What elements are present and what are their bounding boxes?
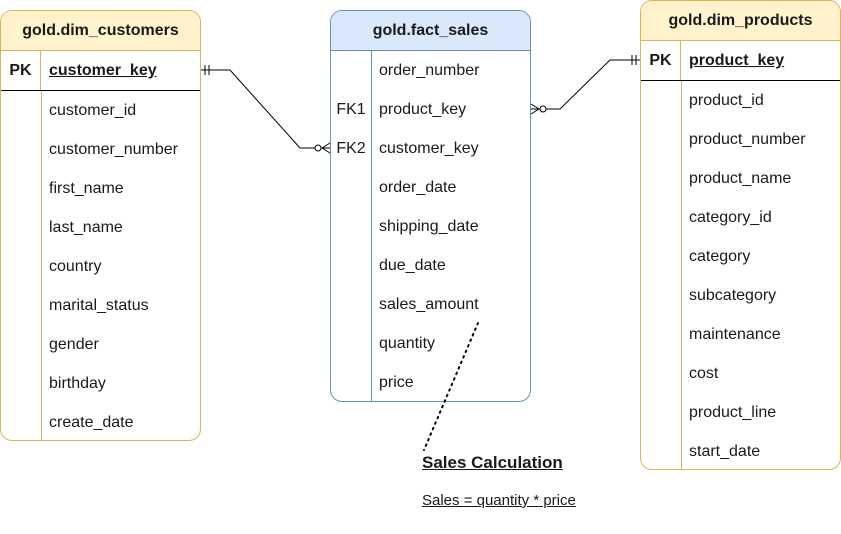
field-name: first_name bbox=[49, 180, 124, 197]
field-name: start_date bbox=[689, 443, 761, 460]
entity-title: gold.dim_customers bbox=[1, 11, 200, 51]
field-row[interactable]: FK2 customer_key bbox=[331, 129, 530, 168]
entity-dim-customers[interactable]: gold.dim_customers PK customer_key custo… bbox=[0, 10, 201, 441]
field-row[interactable]: order_number bbox=[331, 51, 530, 90]
field-row[interactable]: gender bbox=[1, 325, 200, 364]
field-name: last_name bbox=[49, 219, 123, 236]
key-column bbox=[331, 51, 372, 401]
entity-body: PK product_key product_id product_number… bbox=[641, 41, 840, 469]
field-name: customer_key bbox=[379, 140, 479, 157]
key-column bbox=[641, 81, 682, 469]
field-name: product_line bbox=[689, 404, 777, 421]
field-row[interactable]: FK1 product_key bbox=[331, 90, 530, 129]
field-name: gender bbox=[49, 336, 99, 353]
pk-label: PK bbox=[1, 51, 41, 90]
product-sales-link[interactable] bbox=[530, 55, 640, 115]
customer-sales-link[interactable] bbox=[201, 65, 331, 154]
field-row[interactable]: marital_status bbox=[1, 286, 200, 325]
field-row[interactable]: first_name bbox=[1, 169, 200, 208]
field-name: customer_id bbox=[49, 102, 137, 119]
pk-row[interactable]: PK customer_key bbox=[1, 51, 200, 91]
field-name: shipping_date bbox=[379, 218, 479, 235]
note-title: Sales Calculation bbox=[422, 453, 563, 472]
field-name: product_id bbox=[689, 92, 764, 109]
field-row[interactable]: due_date bbox=[331, 246, 530, 285]
field-name: category_id bbox=[689, 209, 772, 226]
field-row[interactable]: shipping_date bbox=[331, 207, 530, 246]
field-list: product_id product_number product_name c… bbox=[641, 81, 840, 469]
note-formula: Sales = quantity * price bbox=[422, 492, 576, 509]
field-row[interactable]: category bbox=[641, 237, 840, 276]
field-name: sales_amount bbox=[379, 296, 479, 313]
field-list: customer_id customer_number first_name l… bbox=[1, 91, 200, 440]
field-name: quantity bbox=[379, 335, 436, 352]
field-row[interactable]: category_id bbox=[641, 198, 840, 237]
field-row[interactable]: country bbox=[1, 247, 200, 286]
field-name: due_date bbox=[379, 257, 446, 274]
field-name: customer_number bbox=[49, 141, 178, 158]
entity-title: gold.dim_products bbox=[641, 1, 840, 41]
entity-body: order_number FK1 product_key FK2 customer_… bbox=[331, 51, 530, 401]
field-row[interactable]: quantity bbox=[331, 324, 530, 363]
field-row[interactable]: product_number bbox=[641, 120, 840, 159]
field-row[interactable]: product_line bbox=[641, 393, 840, 432]
key-label: FK1 bbox=[336, 101, 366, 118]
field-row[interactable]: maintenance bbox=[641, 315, 840, 354]
pk-field: customer_key bbox=[49, 62, 157, 79]
field-row[interactable]: product_name bbox=[641, 159, 840, 198]
pk-label: PK bbox=[641, 41, 681, 80]
field-row[interactable]: create_date bbox=[1, 403, 200, 440]
field-name: create_date bbox=[49, 414, 134, 431]
field-row[interactable]: sales_amount bbox=[331, 285, 530, 324]
entity-fact-sales[interactable]: gold.fact_sales order_number FK1 product_… bbox=[330, 10, 531, 402]
field-name: category bbox=[689, 248, 751, 265]
field-row[interactable]: birthday bbox=[1, 364, 200, 403]
key-label: FK2 bbox=[336, 140, 366, 157]
field-name: price bbox=[379, 374, 414, 391]
field-name: marital_status bbox=[49, 297, 149, 314]
entity-body: PK customer_key customer_id customer_num… bbox=[1, 51, 200, 440]
field-name: order_date bbox=[379, 179, 457, 196]
field-row[interactable]: price bbox=[331, 363, 530, 401]
pk-field: product_key bbox=[689, 52, 785, 69]
note-connector bbox=[423, 322, 479, 451]
field-name: country bbox=[49, 258, 102, 275]
field-name: birthday bbox=[49, 375, 106, 392]
field-row[interactable]: order_date bbox=[331, 168, 530, 207]
field-name: cost bbox=[689, 365, 719, 382]
field-row[interactable]: start_date bbox=[641, 432, 840, 469]
field-name: maintenance bbox=[689, 326, 781, 343]
field-name: product_key bbox=[379, 101, 467, 118]
field-name: order_number bbox=[379, 62, 480, 79]
field-name: product_name bbox=[689, 170, 792, 187]
pk-row[interactable]: PK product_key bbox=[641, 41, 840, 81]
field-name: subcategory bbox=[689, 287, 777, 304]
field-row[interactable]: cost bbox=[641, 354, 840, 393]
field-row[interactable]: customer_id bbox=[1, 91, 200, 130]
field-row[interactable]: product_id bbox=[641, 81, 840, 120]
field-row[interactable]: customer_number bbox=[1, 130, 200, 169]
field-row[interactable]: last_name bbox=[1, 208, 200, 247]
key-column bbox=[1, 91, 42, 440]
field-name: product_number bbox=[689, 131, 806, 148]
entity-title: gold.fact_sales bbox=[331, 11, 530, 51]
field-row[interactable]: subcategory bbox=[641, 276, 840, 315]
